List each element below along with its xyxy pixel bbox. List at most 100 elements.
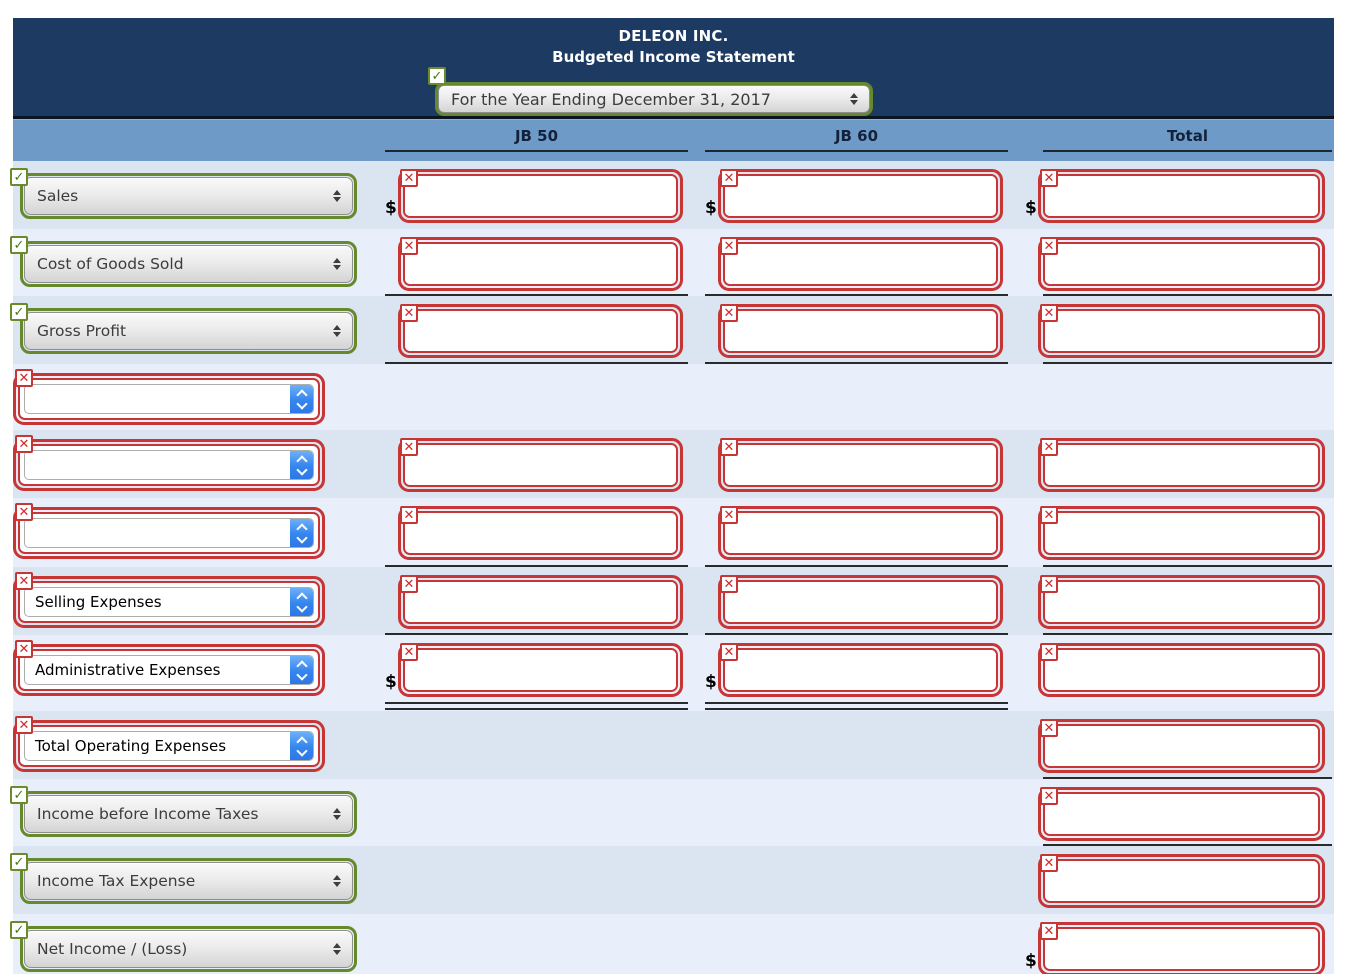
account-select[interactable] [24, 450, 314, 480]
amount-input-total[interactable] [1045, 650, 1318, 690]
amount-input-total[interactable] [1045, 861, 1318, 901]
amount-input-jb60[interactable] [725, 445, 996, 485]
amount-input-wrapper-total: ✕ [1038, 438, 1325, 492]
amount-input-jb50[interactable] [405, 513, 676, 553]
account-select[interactable]: Income Tax Expense [24, 862, 353, 900]
company-name: DELEON INC. [618, 27, 729, 45]
account-select[interactable]: Sales [24, 177, 353, 215]
x-icon: ✕ [1043, 170, 1055, 186]
triangle-up [333, 943, 341, 948]
amount-input-jb50[interactable] [405, 244, 676, 284]
x-icon: ✕ [403, 238, 415, 254]
error-outline: Selling Expenses [18, 581, 320, 623]
account-select-value: Gross Profit [37, 322, 127, 340]
incorrect-badge: ✕ [400, 643, 418, 661]
incorrect-badge: ✕ [1040, 719, 1058, 737]
account-select[interactable]: Net Income / (Loss) [24, 930, 353, 968]
triangle-up [333, 325, 341, 330]
amount-input-total[interactable] [1045, 513, 1318, 553]
amount-input-wrapper-total: ✕ [1038, 575, 1325, 629]
account-select[interactable]: Income before Income Taxes [24, 795, 353, 833]
amount-input-jb50[interactable] [405, 311, 676, 351]
x-icon: ✕ [1043, 720, 1055, 736]
up-down-arrows-icon [333, 325, 341, 337]
triangle-down [333, 332, 341, 337]
amount-input-jb50[interactable] [405, 650, 676, 690]
incorrect-badge: ✕ [1040, 787, 1058, 805]
account-select[interactable]: Gross Profit [24, 312, 353, 350]
x-icon: ✕ [18, 717, 30, 733]
error-outline [403, 174, 678, 218]
amount-input-jb60[interactable] [725, 650, 996, 690]
income-statement-row: ✓Income Tax Expense✕ [10, 846, 1334, 914]
amount-input-total[interactable] [1045, 929, 1318, 969]
subtotal-rule [385, 633, 688, 635]
account-select-wrapper: ✕ [13, 369, 325, 425]
total-rule [385, 702, 688, 710]
amount-input-wrapper-jb60: ✕ [718, 506, 1003, 560]
amount-input-total[interactable] [1045, 311, 1318, 351]
error-outline [1043, 927, 1320, 971]
incorrect-badge: ✕ [720, 304, 738, 322]
x-icon: ✕ [18, 641, 30, 657]
column-header-total: Total [1043, 126, 1332, 152]
chevron-down-icon [295, 397, 308, 410]
amount-input-jb50[interactable] [405, 176, 676, 216]
amount-input-jb60[interactable] [725, 176, 996, 216]
subtotal-rule [385, 294, 688, 296]
x-icon: ✕ [403, 644, 415, 660]
amount-input-jb50[interactable] [405, 582, 676, 622]
amount-input-total[interactable] [1045, 176, 1318, 216]
account-select-wrapper: ✓Gross Profit [10, 303, 357, 354]
income-statement-row: ✕ [13, 364, 1334, 430]
error-outline [723, 174, 998, 218]
amount-input-jb50[interactable] [405, 445, 676, 485]
account-select[interactable]: Selling Expenses [24, 587, 314, 617]
account-select-value: Cost of Goods Sold [37, 255, 184, 273]
account-select-value: Income before Income Taxes [37, 805, 259, 823]
dollar-sign: $ [385, 198, 397, 218]
up-down-chevrons-icon [290, 656, 313, 684]
income-statement-row: ✓Gross Profit✕✕✕ [10, 296, 1334, 364]
subtotal-rule [705, 633, 1008, 635]
subtotal-rule [705, 565, 1008, 567]
up-down-chevrons-icon [290, 732, 313, 760]
triangle-up [333, 808, 341, 813]
amount-input-total[interactable] [1045, 244, 1318, 284]
amount-input-jb60[interactable] [725, 582, 996, 622]
error-outline [1043, 648, 1320, 692]
correct-badge: ✓ [10, 853, 28, 871]
amount-input-jb60[interactable] [725, 513, 996, 553]
account-select-value: Administrative Expenses [35, 661, 221, 679]
amount-input-jb60[interactable] [725, 244, 996, 284]
account-select[interactable]: Cost of Goods Sold [24, 245, 353, 283]
subtotal-rule [705, 362, 1008, 364]
amount-input-total[interactable] [1045, 445, 1318, 485]
subtotal-rule [385, 362, 688, 364]
account-select[interactable]: Administrative Expenses [24, 655, 314, 685]
error-outline [1043, 724, 1320, 768]
x-icon: ✕ [1043, 439, 1055, 455]
amount-input-total[interactable] [1045, 794, 1318, 834]
amount-input-jb60[interactable] [725, 311, 996, 351]
account-select[interactable] [24, 518, 314, 548]
x-icon: ✕ [403, 576, 415, 592]
amount-input-total[interactable] [1045, 582, 1318, 622]
account-select-wrapper: ✕ Total Operating Expenses [13, 716, 325, 772]
account-select[interactable]: Total Operating Expenses [24, 731, 314, 761]
triangle-up [333, 875, 341, 880]
incorrect-badge: ✕ [400, 169, 418, 187]
subtotal-rule [1043, 362, 1332, 364]
x-icon: ✕ [1043, 788, 1055, 804]
error-outline [723, 309, 998, 353]
account-select-value: Total Operating Expenses [35, 737, 227, 755]
x-icon: ✕ [403, 305, 415, 321]
account-select[interactable] [24, 384, 314, 414]
amount-input-total[interactable] [1045, 726, 1318, 766]
income-statement-row: ✕Selling Expenses✕✕✕ [13, 567, 1334, 635]
period-select[interactable]: For the Year Ending December 31, 2017 [438, 85, 870, 113]
amount-input-wrapper-total: ✕ [1038, 643, 1325, 697]
error-outline [403, 443, 678, 487]
up-down-chevrons-icon [290, 588, 313, 616]
error-outline [723, 580, 998, 624]
